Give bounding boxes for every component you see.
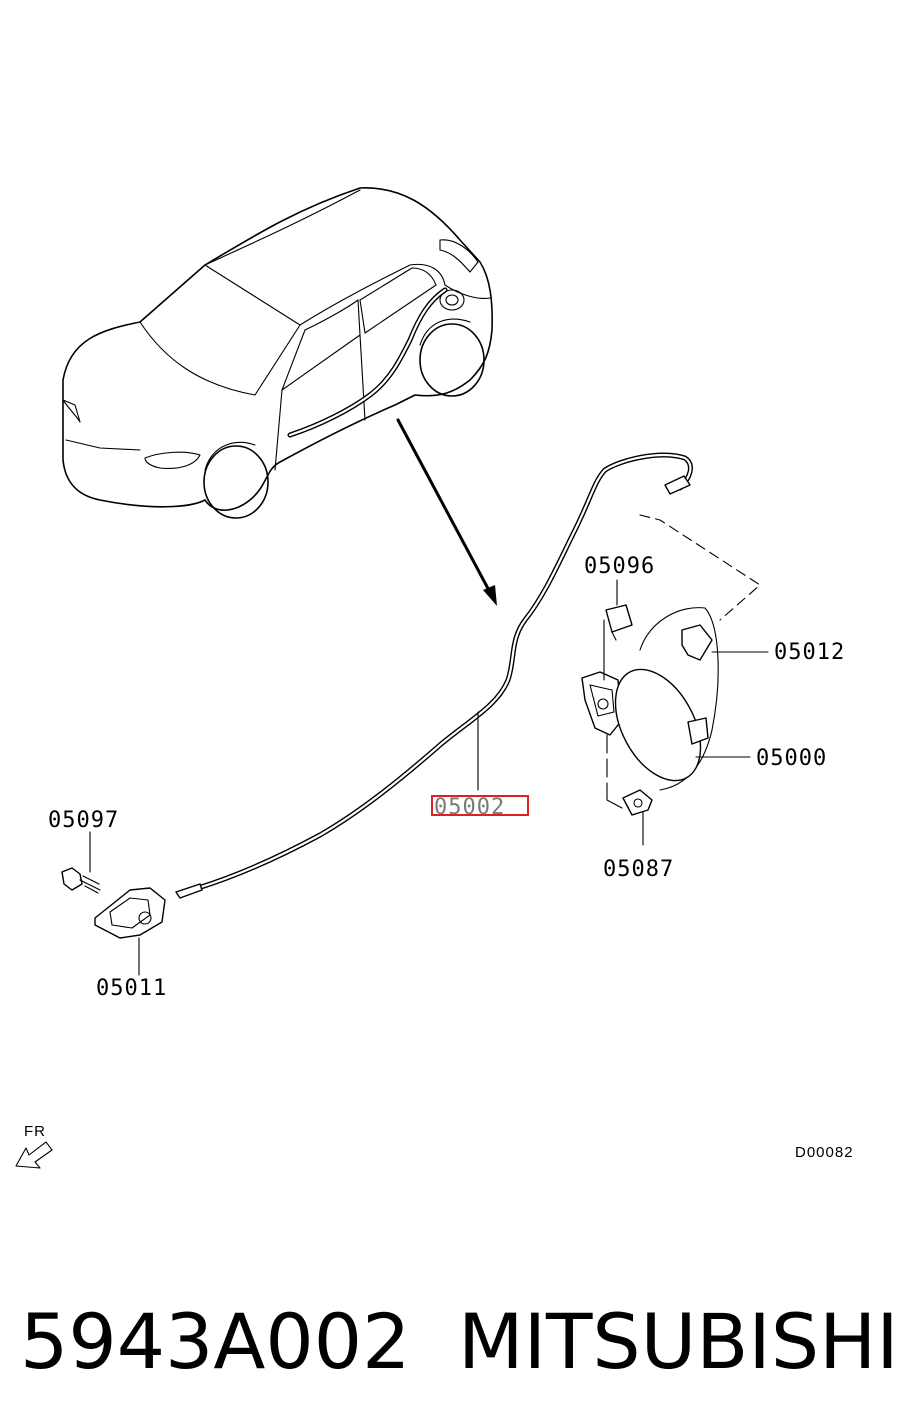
vehicle-illustration	[62, 187, 493, 519]
label-05096[interactable]: 05096	[584, 554, 655, 579]
fuel-lid-assembly	[581, 514, 769, 846]
label-05000[interactable]: 05000	[756, 746, 827, 771]
front-direction-indicator: FR	[15, 1123, 53, 1169]
fr-label: FR	[24, 1123, 46, 1140]
label-05097[interactable]: 05097	[48, 808, 119, 833]
highlight-box	[431, 795, 529, 816]
fr-arrow-icon	[15, 1141, 53, 1169]
label-05012[interactable]: 05012	[774, 640, 845, 665]
diagram-code: D00082	[795, 1144, 854, 1161]
brand-name: MITSUBISHI	[458, 1297, 899, 1386]
label-05002[interactable]: 05002	[434, 795, 505, 820]
release-handle-assembly	[61, 831, 166, 976]
direction-arrow	[396, 418, 497, 606]
label-05087[interactable]: 05087	[603, 857, 674, 882]
label-05011[interactable]: 05011	[96, 976, 167, 1001]
part-number: 5943A002	[20, 1297, 410, 1386]
highlighted-label-05002[interactable]: 05002	[431, 795, 529, 820]
release-cable	[175, 452, 693, 899]
